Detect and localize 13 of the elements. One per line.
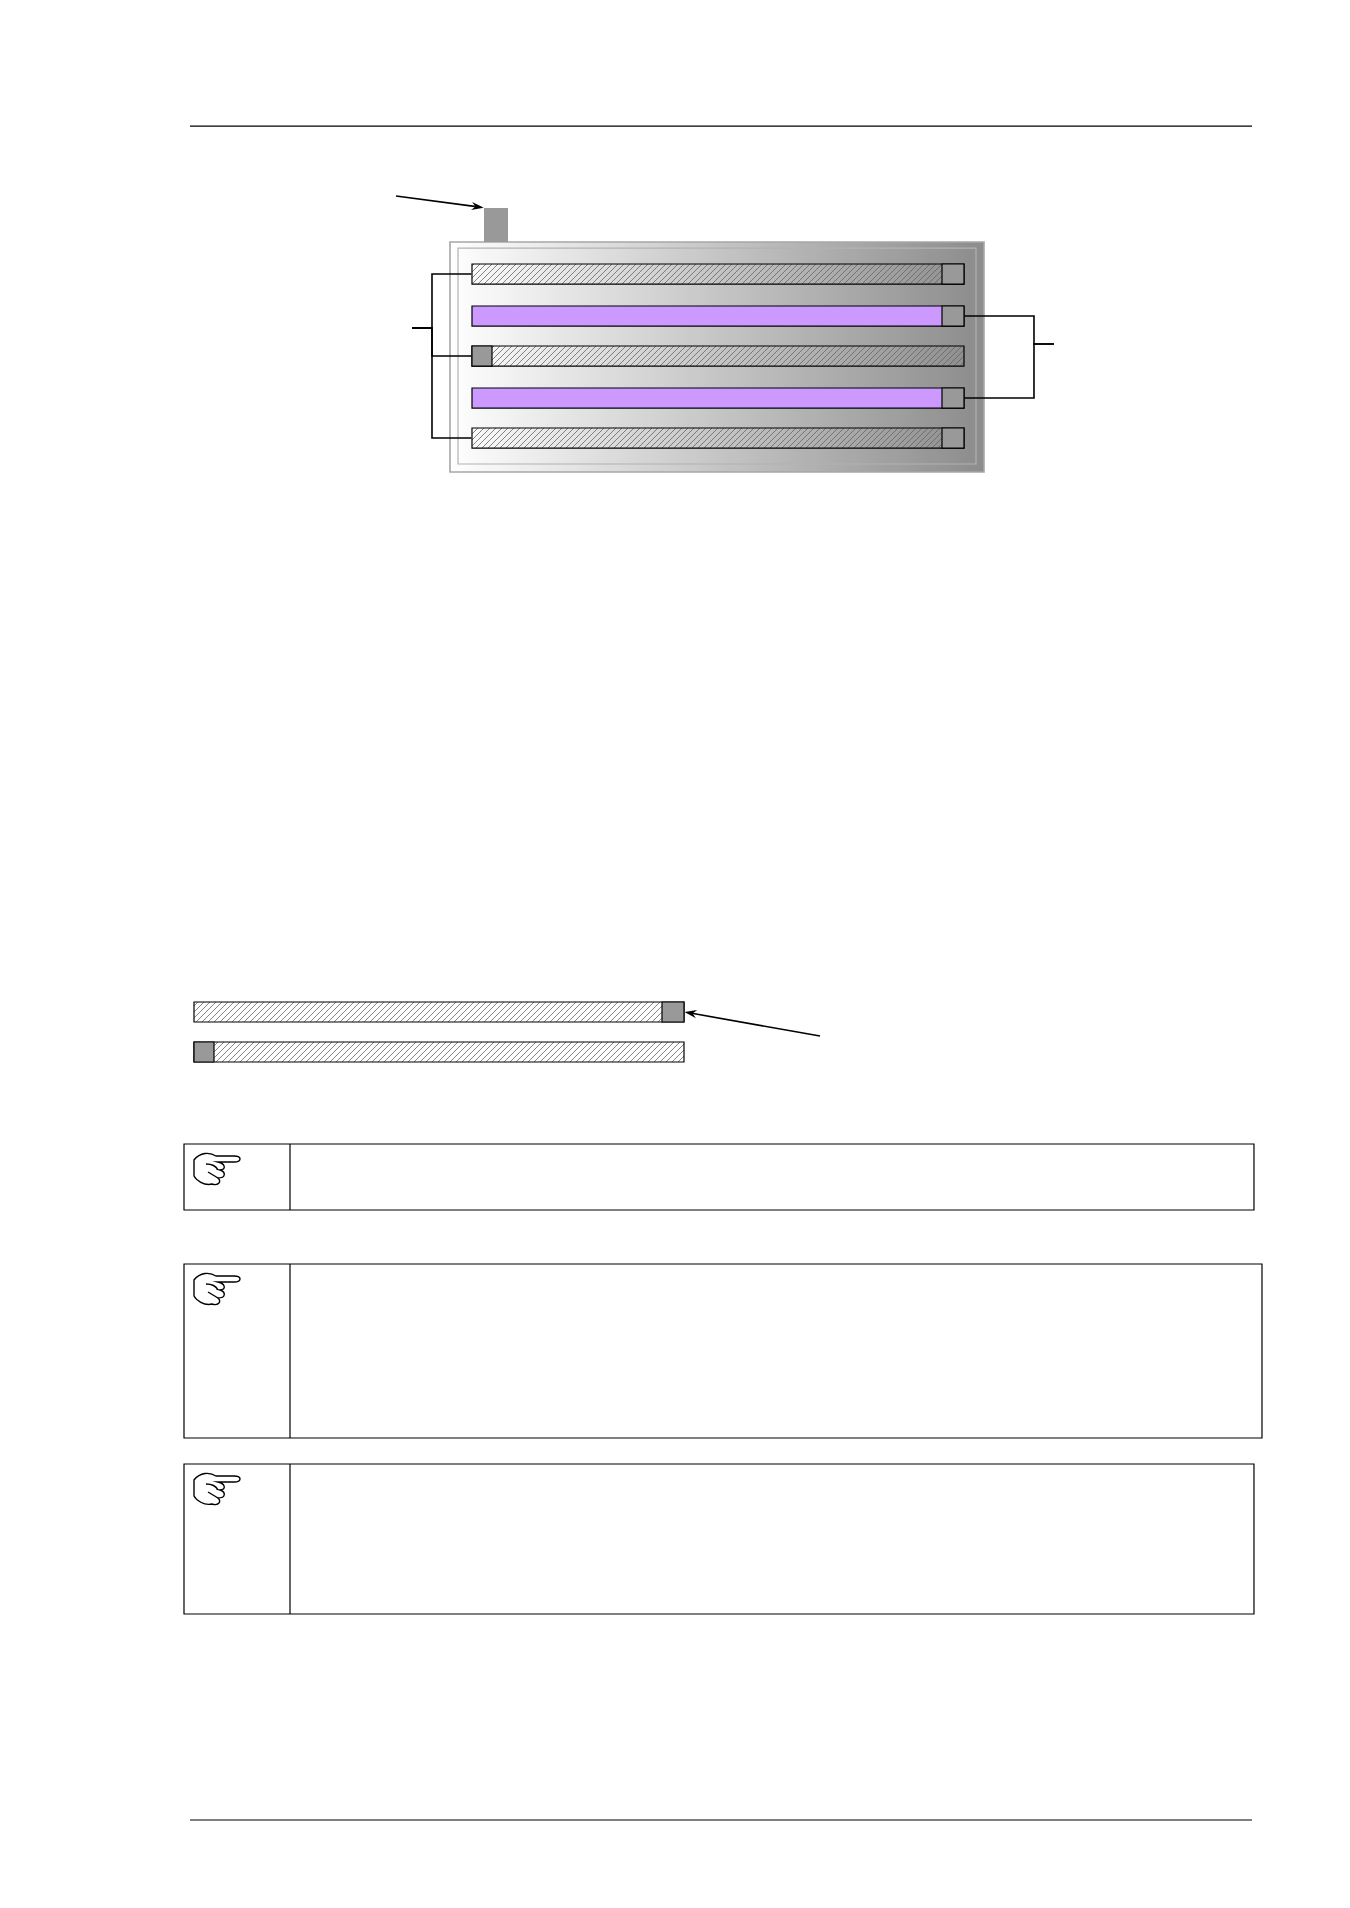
tab-block [484, 208, 508, 243]
shelf-bar [471, 387, 965, 409]
note-box [183, 1143, 1255, 1211]
note-box [183, 1463, 1255, 1615]
bracket-line [411, 327, 473, 439]
bracket-line [963, 343, 1055, 399]
shelf-bar [471, 263, 965, 285]
shelf-bar [471, 305, 965, 327]
note-box [183, 1263, 1263, 1439]
shelf-bar [471, 427, 965, 449]
shelf-bar [193, 1001, 685, 1023]
shelf-bar [193, 1041, 685, 1063]
shelf-bar [471, 345, 965, 367]
